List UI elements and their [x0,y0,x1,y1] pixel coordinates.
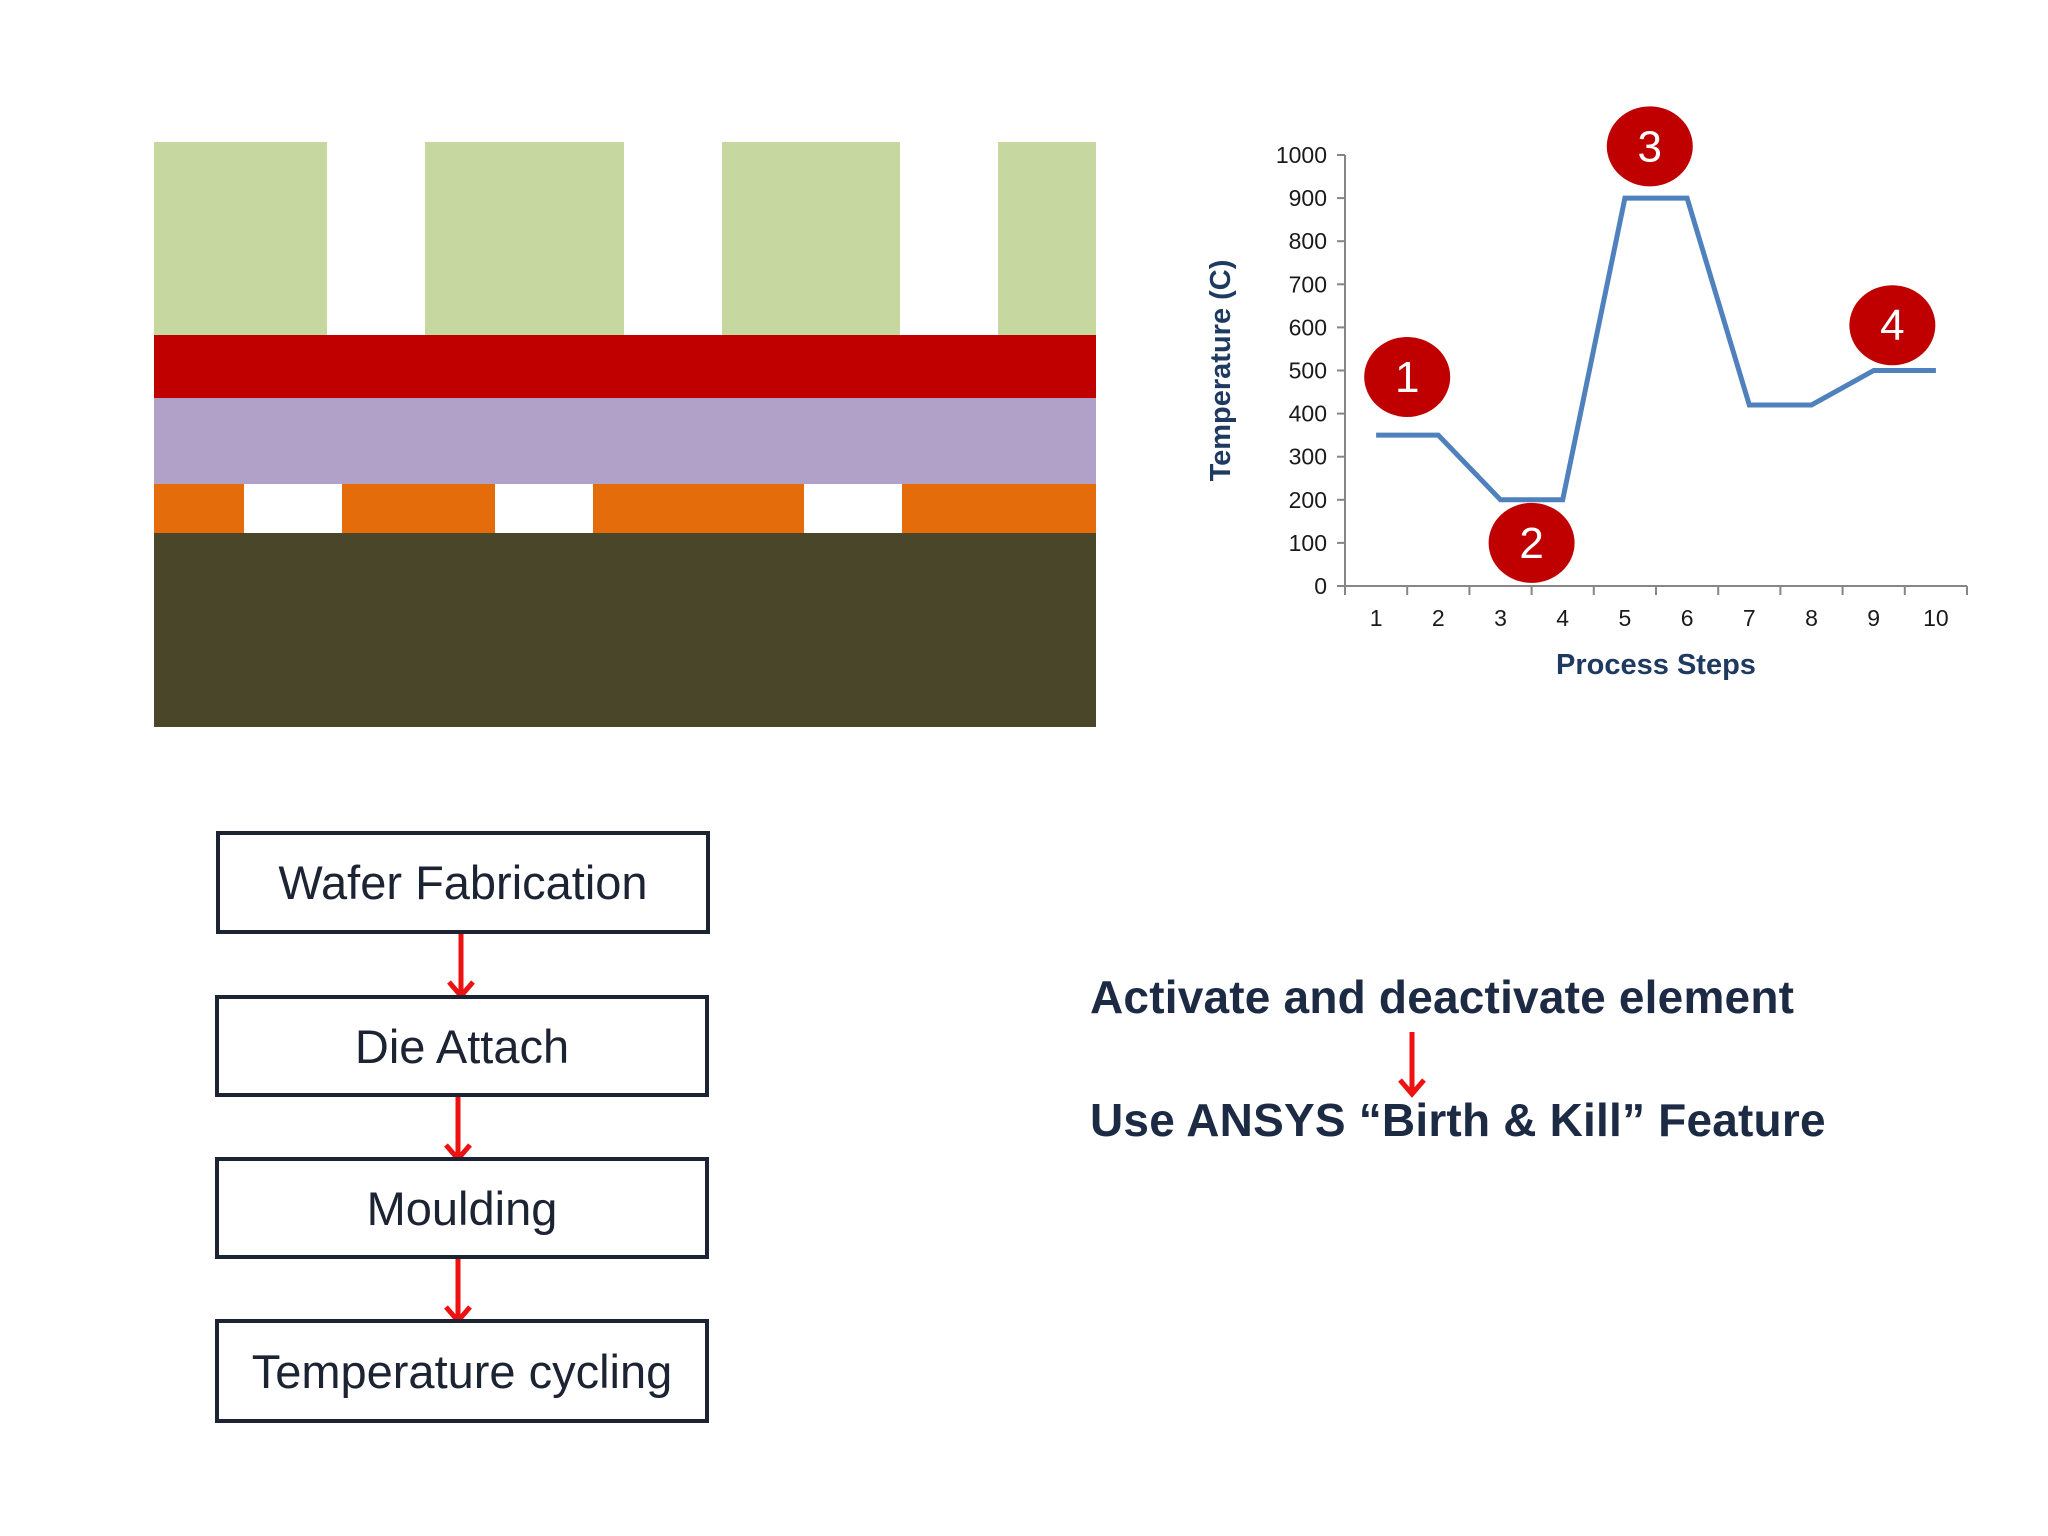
series-line-temperature [1376,195,1936,503]
mould-block-2 [425,142,624,335]
flow-arrow-down-icon [447,934,475,1000]
x-tick-label: 10 [1923,605,1949,631]
step-marker-4: 4 [1849,285,1936,366]
step-marker-label: 4 [1880,301,1904,350]
y-tick-label: 100 [1289,530,1327,556]
flow-arrow-down-icon [444,1097,472,1163]
y-axis-ticks: 0 100 200 300 400 500 600 700 800 900 1000 [1276,142,1345,599]
step-marker-2: 2 [1488,502,1575,583]
y-tick-label: 600 [1289,314,1327,340]
flow-step-label: Wafer Fabrication [278,856,648,909]
x-tick-label: 4 [1556,605,1569,631]
note-activate-deactivate: Activate and deactivate element [1090,971,1795,1023]
x-tick-label: 8 [1805,605,1818,631]
step-marker-circle [1849,285,1936,366]
mould-block-4 [998,142,1096,335]
x-axis-label: Process Steps [1556,649,1756,681]
x-tick-label: 6 [1681,605,1694,631]
flow-step-moulding: Moulding [215,1157,709,1259]
mould-block-3 [722,142,900,335]
flow-step-die-attach: Die Attach [215,995,709,1097]
flow-step-label: Temperature cycling [251,1344,673,1398]
y-tick-label: 400 [1289,401,1327,427]
flow-step-wafer-fabrication: Wafer Fabrication [216,831,710,934]
y-tick-label: 500 [1289,358,1327,384]
step-marker-label: 2 [1519,519,1543,568]
solder-pad-4 [902,484,1096,533]
note-arrow-down-icon [1398,1032,1426,1098]
y-tick-label: 900 [1289,185,1327,211]
y-tick-label: 0 [1314,573,1327,599]
y-tick-label: 1000 [1276,142,1327,168]
flow-step-temperature-cycling: Temperature cycling [215,1319,709,1423]
x-tick-label: 7 [1743,605,1756,631]
step-marker-circle [1488,502,1575,583]
substrate-layer [154,533,1096,727]
flow-arrow-down-icon [444,1259,472,1325]
temperature-chart: 0 100 200 300 400 500 600 700 800 900 1000 1 2 3 4 5 6 7… [1205,106,1968,681]
solder-pad-3 [593,484,804,533]
x-tick-label: 3 [1494,605,1507,631]
y-tick-label: 700 [1289,271,1327,297]
step-markers: 1 2 3 4 [1364,106,1936,583]
mould-block-1 [154,142,327,335]
die-attach-layer [154,398,1096,484]
y-axis-label: Temperature (C) [1205,260,1237,482]
flow-step-label: Moulding [366,1181,558,1235]
step-marker-label: 3 [1638,122,1662,171]
step-marker-1: 1 [1364,336,1451,417]
x-tick-label: 9 [1867,605,1880,631]
step-marker-circle [1364,336,1451,417]
solder-pad-1 [154,484,244,533]
step-marker-label: 1 [1395,353,1419,402]
flow-step-label: Die Attach [354,1019,570,1073]
step-marker-circle [1606,106,1693,187]
x-tick-label: 1 [1370,605,1383,631]
note-birth-and-kill: Use ANSYS “Birth & Kill” Feature [1090,1094,1826,1146]
x-axis-ticks: 1 2 3 4 5 6 7 8 9 10 [1344,586,1968,631]
y-tick-label: 800 [1289,228,1327,254]
die-layer [154,335,1096,398]
solder-pad-2 [342,484,495,533]
y-tick-label: 300 [1289,444,1327,470]
package-cross-section [154,142,1096,727]
x-tick-label: 2 [1432,605,1445,631]
step-marker-3: 3 [1606,106,1693,187]
y-tick-label: 200 [1289,487,1327,513]
x-tick-label: 5 [1619,605,1632,631]
